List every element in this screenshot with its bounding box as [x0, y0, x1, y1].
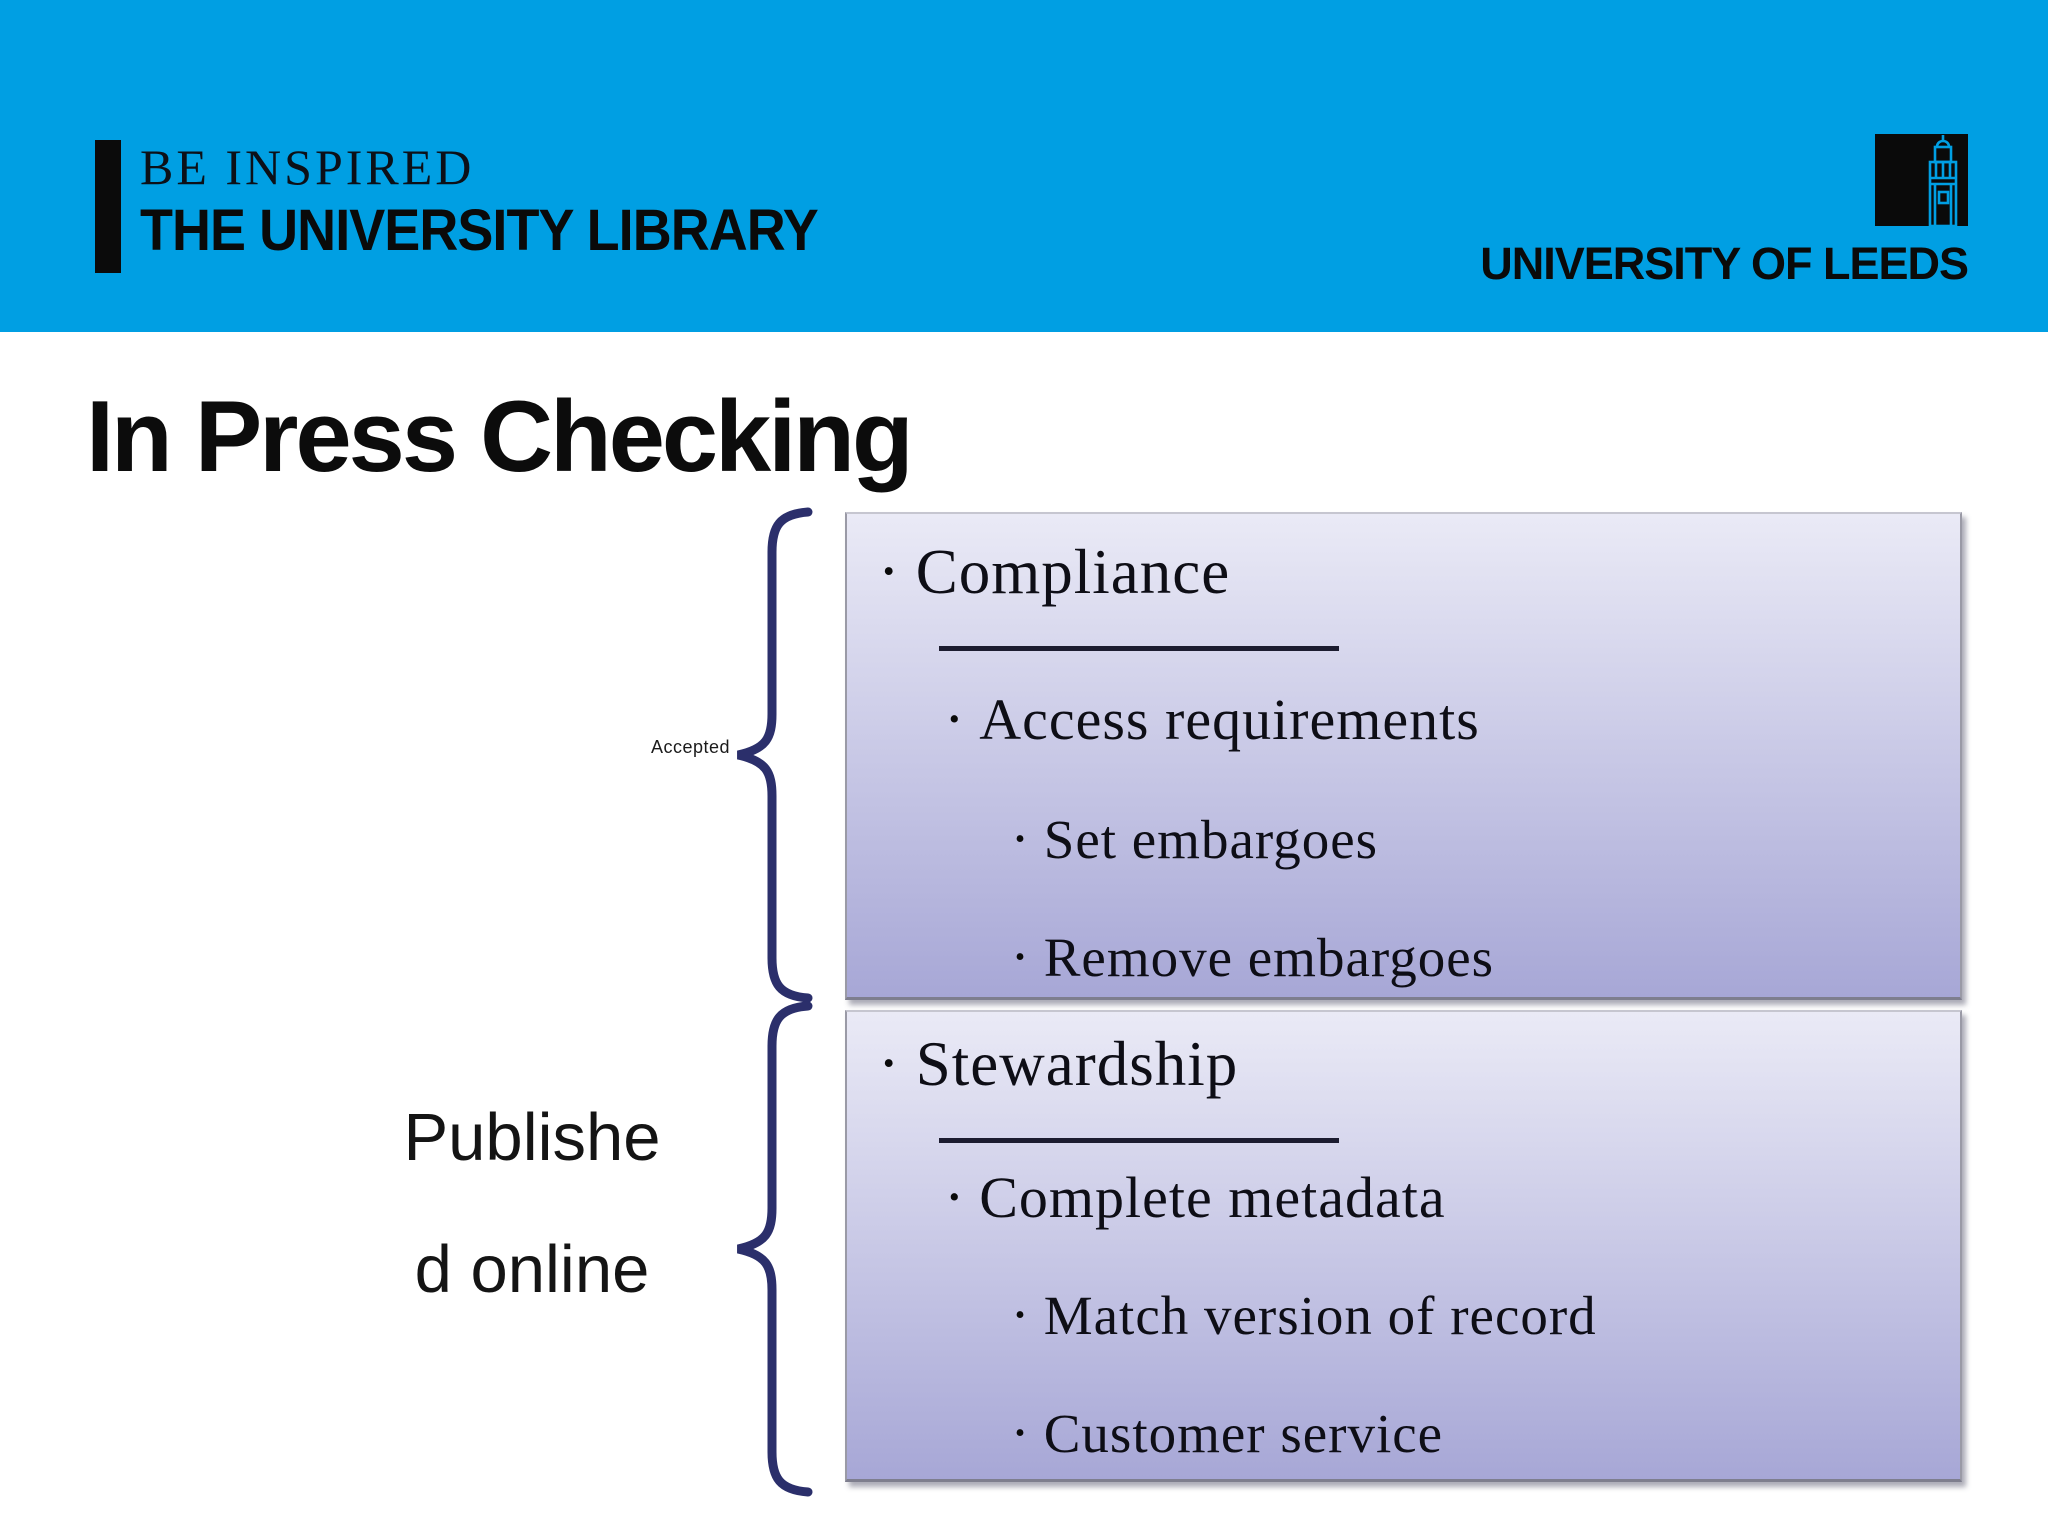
list-item-label: Customer service [1043, 1403, 1444, 1464]
list-item: • Match version of record [1015, 1284, 1597, 1347]
accepted-label: Accepted [650, 737, 730, 757]
logo-tagline: BE INSPIRED [140, 139, 475, 195]
bullet-icon: • [883, 554, 896, 590]
logo-text: BE INSPIRED THE UNIVERSITY LIBRARY [140, 140, 869, 268]
parkinson-tower-icon [1928, 135, 1958, 226]
list-item-heading: • Stewardship [883, 1028, 1238, 1101]
bullet-icon: • [883, 1046, 896, 1082]
list-item: • Access requirements [949, 686, 1480, 753]
list-item: • Set embargoes [1015, 808, 1378, 871]
compliance-heading: Compliance [915, 537, 1231, 607]
stewardship-heading: Stewardship [915, 1029, 1239, 1099]
stewardship-underline [939, 1138, 1339, 1143]
list-item: • Complete metadata [949, 1164, 1446, 1231]
bullet-icon: • [1015, 941, 1027, 973]
list-item-heading: • Compliance [883, 536, 1230, 609]
stewardship-box: • Stewardship • Complete metadata • Matc… [845, 1010, 1962, 1482]
published-online-line2: d online [414, 1232, 650, 1307]
bullet-icon: • [1015, 1299, 1027, 1331]
compliance-box: • Compliance • Access requirements • Set… [845, 512, 1962, 1000]
list-item-label: Remove embargoes [1043, 927, 1495, 988]
published-online-line1: Publishe [403, 1100, 661, 1175]
page-title: In Press Checking [86, 381, 914, 493]
logo-bar [95, 140, 121, 273]
list-item: • Customer service [1015, 1402, 1443, 1465]
bullet-icon: • [1015, 823, 1027, 855]
bullet-icon: • [1015, 1417, 1027, 1449]
compliance-underline [939, 646, 1339, 651]
list-item-label: Set embargoes [1043, 809, 1379, 870]
curly-brace-icon [736, 1001, 813, 1497]
published-online-label: Publishe d online [244, 1100, 820, 1308]
bullet-icon: • [949, 1180, 961, 1214]
curly-brace-icon [736, 507, 813, 1003]
leeds-logo-mark [1875, 134, 1968, 226]
university-library-logo: BE INSPIRED THE UNIVERSITY LIBRARY [95, 140, 869, 273]
list-item-label: Access requirements [979, 687, 1480, 752]
logo-title: THE UNIVERSITY LIBRARY [140, 198, 819, 263]
university-name: UNIVERSITY OF LEEDS [1480, 238, 1969, 289]
list-item-label: Match version of record [1043, 1285, 1597, 1346]
list-item-label: Complete metadata [979, 1165, 1446, 1230]
header-banner: BE INSPIRED THE UNIVERSITY LIBRARY [0, 0, 2048, 332]
bullet-icon: • [949, 702, 961, 736]
list-item: • Remove embargoes [1015, 926, 1494, 989]
